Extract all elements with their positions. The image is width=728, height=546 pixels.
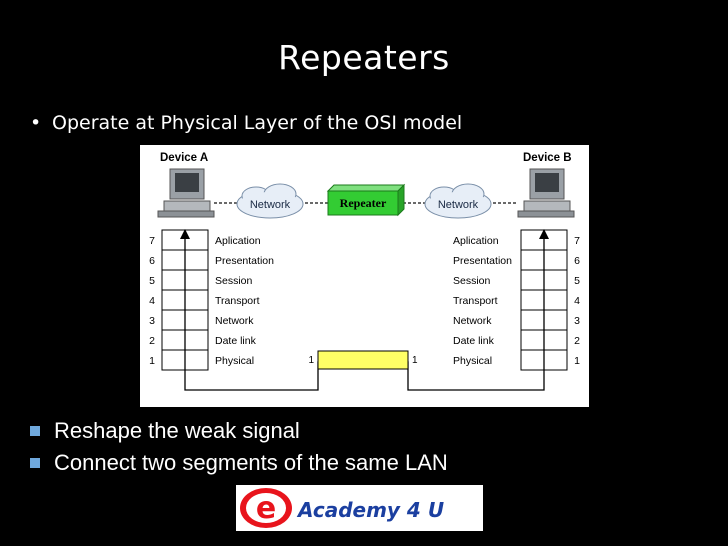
slide-title: Repeaters — [278, 38, 450, 77]
layer-name-left: Presentation — [215, 255, 274, 267]
layer-number-right: 7 — [574, 235, 580, 247]
layer-name-right: Aplication — [453, 235, 499, 247]
diagram-svg: Device A Device B — [149, 152, 580, 391]
bullet-text-reshape: Reshape the weak signal — [54, 418, 300, 443]
logo-text: Academy 4 U — [296, 498, 444, 522]
osi-repeater-diagram: Device A Device B — [140, 145, 589, 407]
layer-name-left: Session — [215, 275, 253, 287]
layer-name-left: Date link — [215, 335, 257, 347]
computer-b-icon — [517, 168, 575, 218]
repeater-device-icon — [326, 183, 406, 217]
arrow-up-left-icon — [180, 229, 190, 239]
layer-number-left: 7 — [149, 235, 155, 247]
layer-names-left: AplicationPresentationSessionTransportNe… — [215, 235, 274, 367]
layer-number-right: 5 — [574, 275, 580, 287]
bullet-dot: • — [30, 112, 42, 134]
network-right-label: Network — [438, 199, 479, 211]
layer-number-left: 4 — [149, 295, 155, 307]
layer-numbers-left: 7 6 5 4 3 2 1 — [149, 235, 155, 367]
arrow-up-right-icon — [539, 229, 549, 239]
bullet-osi: • Operate at Physical Layer of the OSI mo… — [30, 112, 462, 134]
port-right-number: 1 — [412, 355, 418, 366]
layer-number-right: 6 — [574, 255, 580, 267]
network-cloud-left-icon — [236, 183, 304, 219]
logo-svg: e Academy 4 U — [240, 488, 444, 528]
layer-number-left: 5 — [149, 275, 155, 287]
layer-number-left: 3 — [149, 315, 155, 327]
layer-number-left: 6 — [149, 255, 155, 267]
layer-numbers-right: 7 6 5 4 3 2 1 — [574, 235, 580, 367]
logo-letter: e — [256, 491, 276, 526]
layer-number-left: 1 — [149, 355, 155, 367]
square-bullet-icon — [30, 426, 40, 436]
layer-name-right: Network — [453, 315, 492, 327]
layer-number-left: 2 — [149, 335, 155, 347]
layer-name-right: Session — [453, 275, 491, 287]
layer-name-right: Date link — [453, 335, 495, 347]
layer-name-left: Transport — [215, 295, 260, 307]
device-a-label: Device A — [160, 152, 208, 164]
layer-name-right: Physical — [453, 355, 492, 367]
layer-name-right: Transport — [453, 295, 498, 307]
repeater-connector — [317, 350, 409, 370]
network-left-label: Network — [250, 199, 291, 211]
bullet-connect: Connect two segments of the same LAN — [30, 450, 448, 476]
network-cloud-right-icon — [424, 183, 492, 219]
port-left-number: 1 — [308, 355, 314, 366]
repeater-label: Repeater — [340, 196, 387, 210]
bullet-text-osi: Operate at Physical Layer of the OSI mod… — [52, 112, 463, 134]
layer-number-right: 1 — [574, 355, 580, 367]
computer-a-icon — [157, 168, 215, 218]
layer-name-right: Presentation — [453, 255, 512, 267]
layer-name-left: Physical — [215, 355, 254, 367]
layer-name-left: Network — [215, 315, 254, 327]
layer-number-right: 2 — [574, 335, 580, 347]
device-b-label: Device B — [523, 152, 572, 164]
layer-name-left: Aplication — [215, 235, 261, 247]
eacademy-logo: e Academy 4 U — [236, 485, 483, 531]
bullet-reshape: Reshape the weak signal — [30, 418, 300, 444]
bullet-text-connect: Connect two segments of the same LAN — [54, 450, 448, 475]
layer-number-right: 4 — [574, 295, 580, 307]
square-bullet-icon — [30, 458, 40, 468]
layer-number-right: 3 — [574, 315, 580, 327]
layer-names-right: AplicationPresentationSessionTransportNe… — [453, 235, 512, 367]
